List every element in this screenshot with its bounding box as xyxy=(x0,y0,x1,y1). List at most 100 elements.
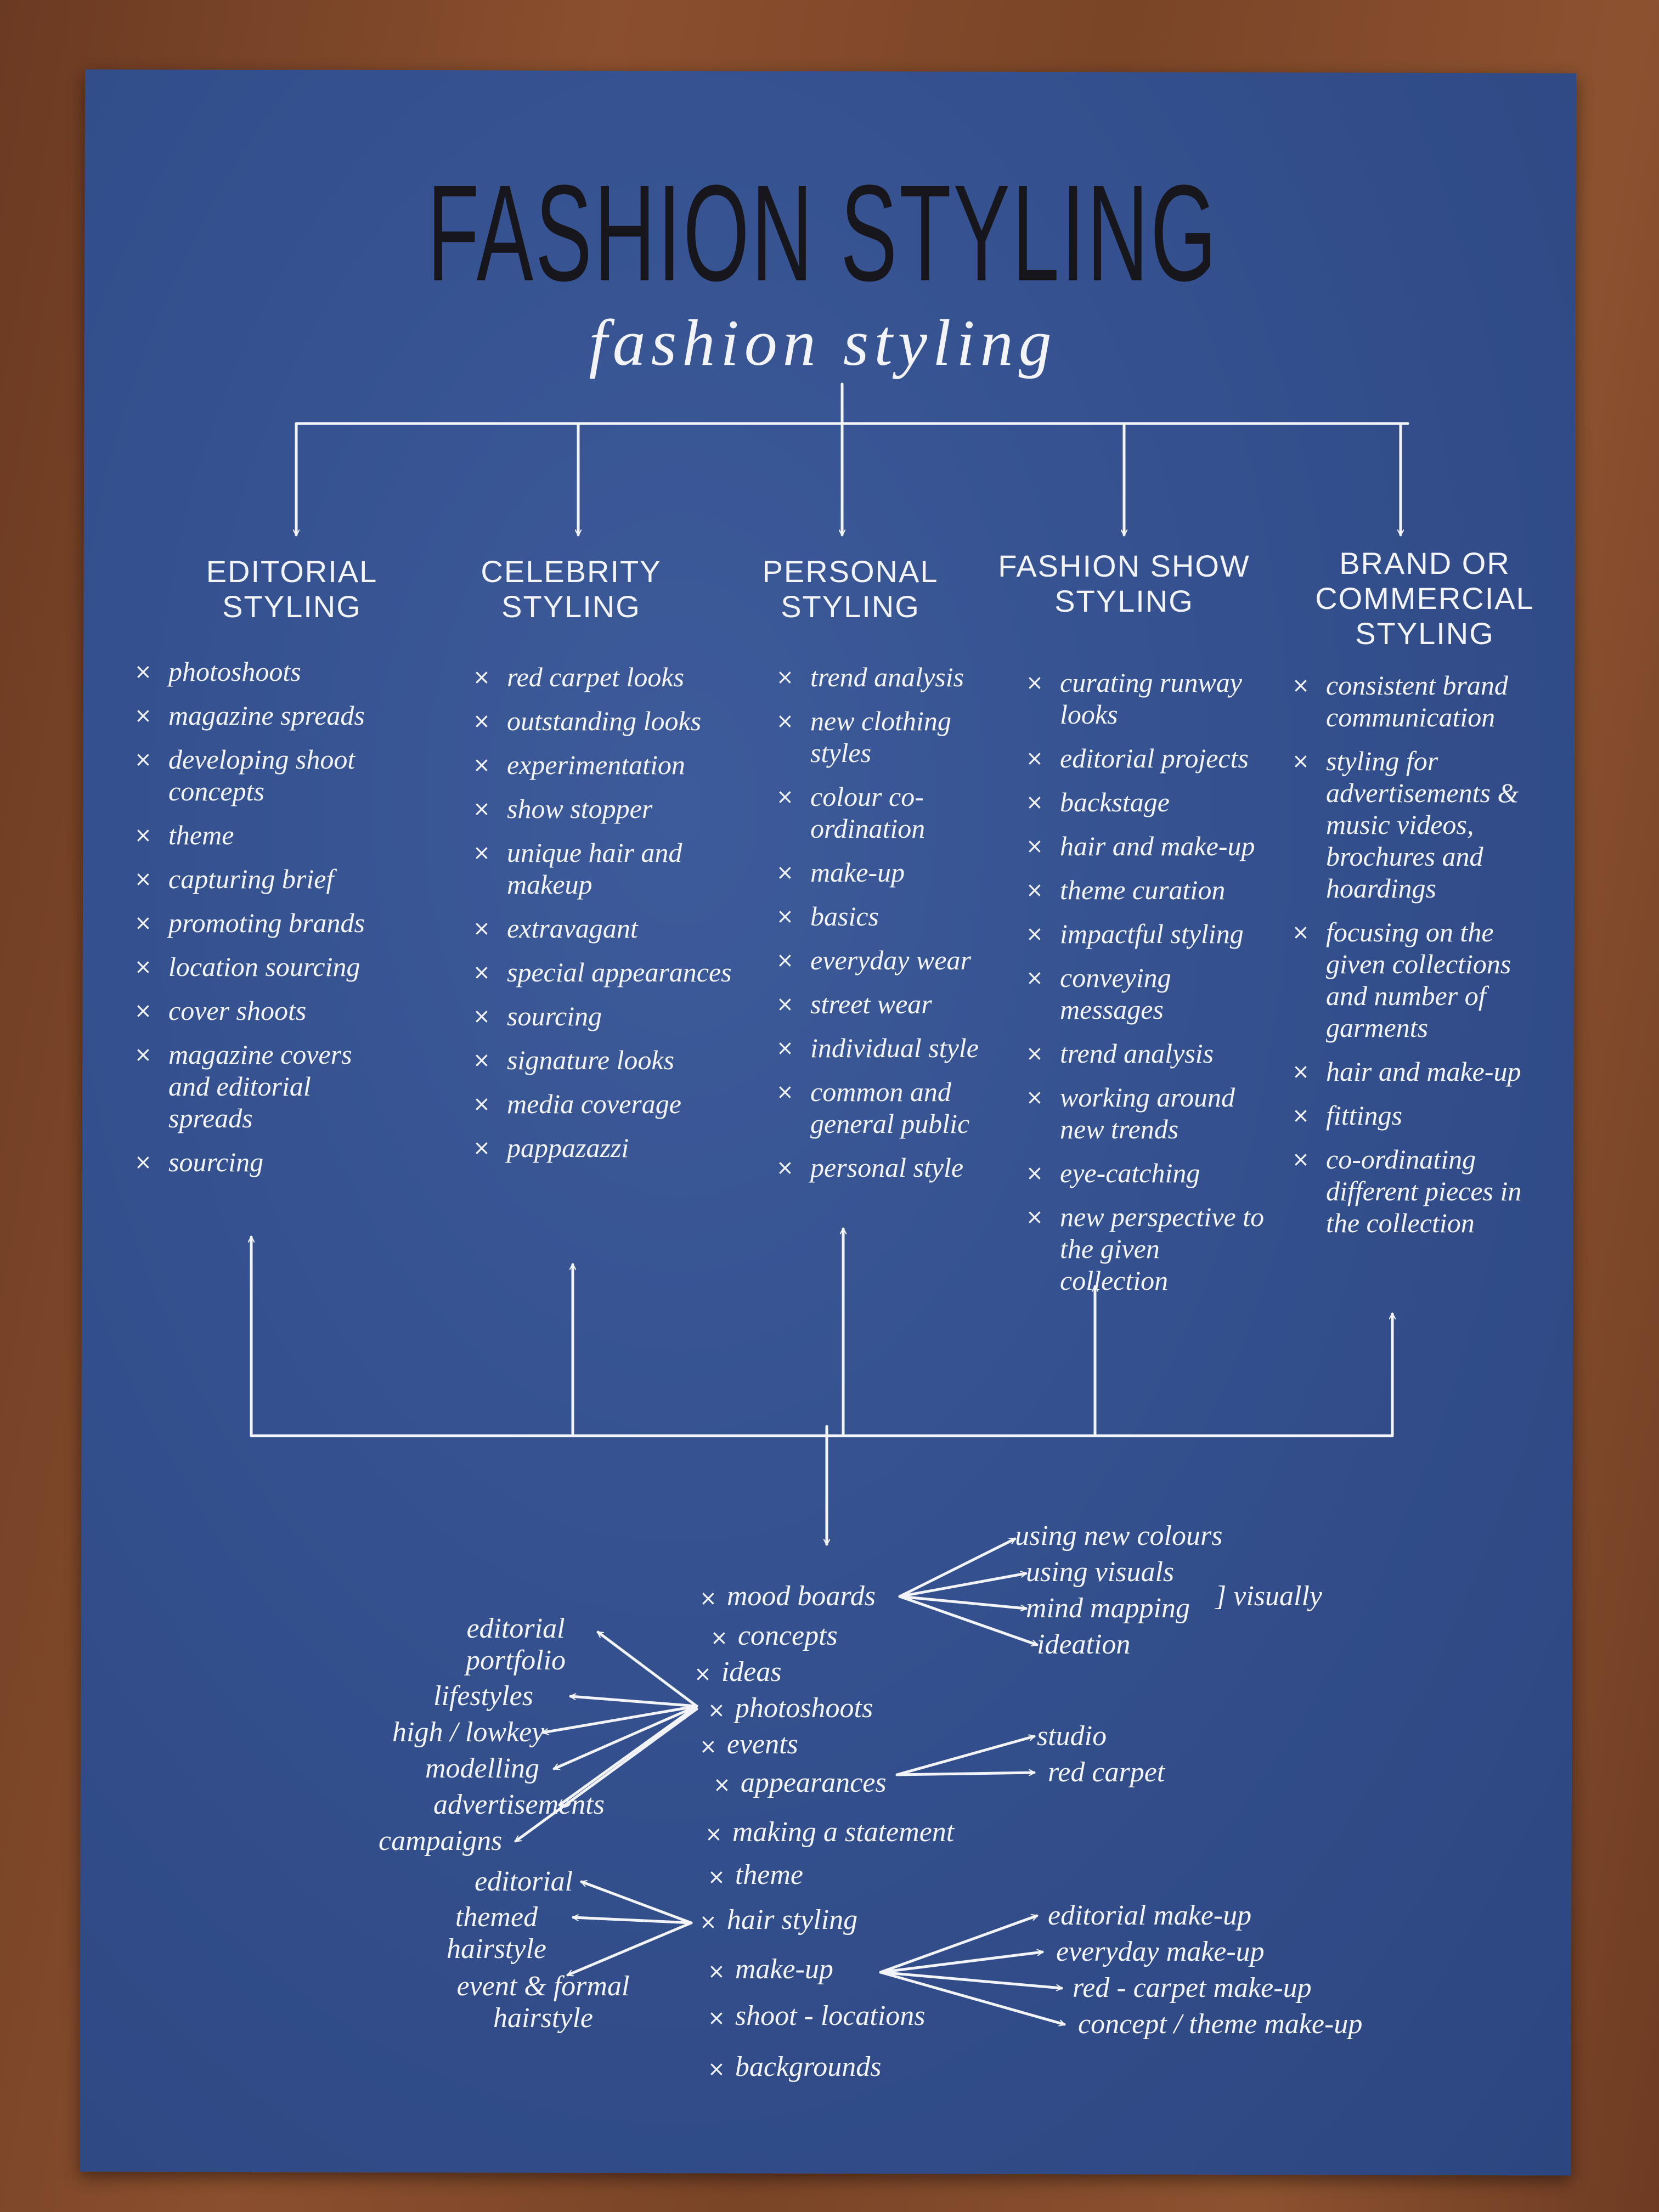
branch-arrow xyxy=(554,1705,698,1770)
heading-line: STYLING xyxy=(222,589,362,624)
bullet-x-icon: × xyxy=(473,1092,490,1116)
list-item: ×pappazazzi xyxy=(473,1132,747,1164)
list-item: ×individual style xyxy=(776,1032,996,1064)
list-item-text: sourcing xyxy=(507,1001,602,1031)
heading-line: STYLING xyxy=(1054,584,1194,618)
list-item: ×backstage xyxy=(1026,786,1267,818)
list-item: ×media coverage xyxy=(473,1088,747,1120)
bullet-x-icon: × xyxy=(1026,1085,1043,1109)
bullet-x-icon: × xyxy=(134,867,152,891)
list-item: ×cover shoots xyxy=(134,995,398,1026)
branch-label: high / lowkey xyxy=(392,1717,545,1748)
branch-arrow xyxy=(879,1971,1062,1988)
branch-label: campaigns xyxy=(379,1825,503,1857)
list-item-text: show stopper xyxy=(507,793,653,824)
heading-brand-commercial-styling: BRAND OR COMMERCIAL STYLING xyxy=(1315,546,1534,651)
list-item-text: hair styling xyxy=(726,1904,858,1936)
list-item: ×fittings xyxy=(1292,1099,1550,1131)
list-item: ×hair and make-up xyxy=(1292,1056,1550,1087)
list-item-text: outstanding looks xyxy=(507,706,702,736)
bullet-x-icon: × xyxy=(473,797,490,821)
list-item-text: individual style xyxy=(810,1032,979,1063)
bullet-x-icon: × xyxy=(134,823,152,847)
list-item-text: new clothing styles xyxy=(810,706,951,768)
personal-styling-list: ×trend analysis×new clothing styles×colo… xyxy=(776,661,996,1195)
fashion-show-styling-list: ×curating runway looks × editorial project… xyxy=(1026,667,1267,1308)
list-item: ×curating runway looks xyxy=(1026,667,1267,730)
branch-label: studio xyxy=(1037,1720,1107,1752)
list-item-text: theme curation xyxy=(1060,874,1226,905)
list-item-text: appearances xyxy=(740,1767,887,1798)
poster-title-script-overlay: fashion styling xyxy=(589,306,1057,379)
heading-line: STYLING xyxy=(501,589,641,624)
list-item-text: consistent brand communication xyxy=(1326,670,1508,732)
bullet-x-icon: × xyxy=(699,1910,717,1934)
branch-label: editorial xyxy=(475,1866,573,1897)
list-item: ×basics xyxy=(776,900,996,932)
list-item-text: basics xyxy=(810,901,879,932)
branch-label: modelling xyxy=(425,1753,539,1784)
bullet-x-icon: × xyxy=(1026,966,1043,990)
list-item: ×sourcing xyxy=(473,1000,747,1032)
branch-arrow xyxy=(560,1705,698,1807)
bullet-x-icon: × xyxy=(1026,790,1043,814)
branch-arrow xyxy=(543,1705,698,1733)
branch-label: ideation xyxy=(1037,1629,1131,1660)
common-list-item: ×events xyxy=(699,1728,798,1763)
branch-arrow xyxy=(895,1736,1034,1776)
bullet-x-icon: × xyxy=(776,948,794,972)
bullet-x-icon: × xyxy=(705,1822,723,1846)
list-item: ×signature looks xyxy=(473,1044,747,1076)
list-item: × outstanding looks xyxy=(473,705,747,737)
bullet-x-icon: × xyxy=(699,1734,717,1758)
list-item-text: hair and make-up xyxy=(1060,831,1255,861)
list-item-text: co-ordinating different pieces in the co… xyxy=(1326,1144,1522,1238)
list-item-text: editorial projects xyxy=(1060,743,1249,774)
heading-line: COMMERCIAL xyxy=(1315,581,1534,616)
list-item: ×special appearances xyxy=(473,956,747,988)
heading-line: FASHION SHOW xyxy=(998,549,1250,583)
bullet-x-icon: × xyxy=(134,911,152,935)
bullet-x-icon: × xyxy=(1292,673,1310,697)
branch-label: editorial portfolio xyxy=(465,1613,566,1676)
common-list-item: ×concepts xyxy=(710,1620,838,1654)
list-item: ×common and general public xyxy=(776,1076,996,1139)
list-item-text: mood boards xyxy=(726,1581,876,1612)
bullet-x-icon: × xyxy=(776,1080,794,1104)
list-item-text: impactful styling xyxy=(1060,918,1244,949)
list-item: ×new clothing styles xyxy=(776,705,996,769)
bullet-x-icon: × xyxy=(1026,1161,1043,1185)
bullet-x-icon: × xyxy=(134,1042,152,1066)
bullet-x-icon: × xyxy=(776,992,794,1016)
list-item: ×developing shoot concepts xyxy=(134,743,398,807)
bullet-x-icon: × xyxy=(1292,1147,1310,1171)
list-item: ×new perspective to the given collection xyxy=(1026,1201,1267,1296)
list-item-text: magazine covers and editorial spreads xyxy=(168,1039,352,1133)
list-item: ×theme xyxy=(134,819,398,851)
common-list-item: ×theme xyxy=(708,1859,803,1893)
bullet-x-icon: × xyxy=(1026,746,1043,770)
celebrity-styling-list: ×red carpet looks×outstanding looks×expe… xyxy=(473,661,747,1176)
list-item: ×hair and make-up xyxy=(1026,830,1267,862)
bullet-x-icon: × xyxy=(776,785,794,809)
bullet-x-icon: × xyxy=(134,1150,152,1174)
bullet-x-icon: × xyxy=(708,1865,725,1889)
branch-label: advertisements xyxy=(433,1789,605,1820)
list-item: × co-ordinating different pieces in the c… xyxy=(1292,1143,1550,1239)
bullet-x-icon: × xyxy=(1026,1041,1043,1065)
list-item: ×conveying messages xyxy=(1026,962,1267,1025)
bullet-x-icon: × xyxy=(1026,1205,1043,1229)
list-item-text: experimentation xyxy=(507,749,685,780)
bullet-x-icon: × xyxy=(694,1662,712,1686)
list-item-text: eye-catching xyxy=(1060,1158,1200,1188)
branch-label: concept / theme make-up xyxy=(1078,2008,1363,2040)
branch-label: red - carpet make-up xyxy=(1073,1972,1312,2004)
list-item-text: street wear xyxy=(810,989,932,1019)
bullet-x-icon: × xyxy=(473,709,490,733)
branch-label: using visuals xyxy=(1026,1556,1175,1588)
list-item-text: focusing on the given collections and nu… xyxy=(1326,917,1511,1043)
branch-arrow xyxy=(572,1917,693,1925)
branch-arrow xyxy=(596,1630,698,1708)
bullet-x-icon: × xyxy=(1292,749,1310,773)
